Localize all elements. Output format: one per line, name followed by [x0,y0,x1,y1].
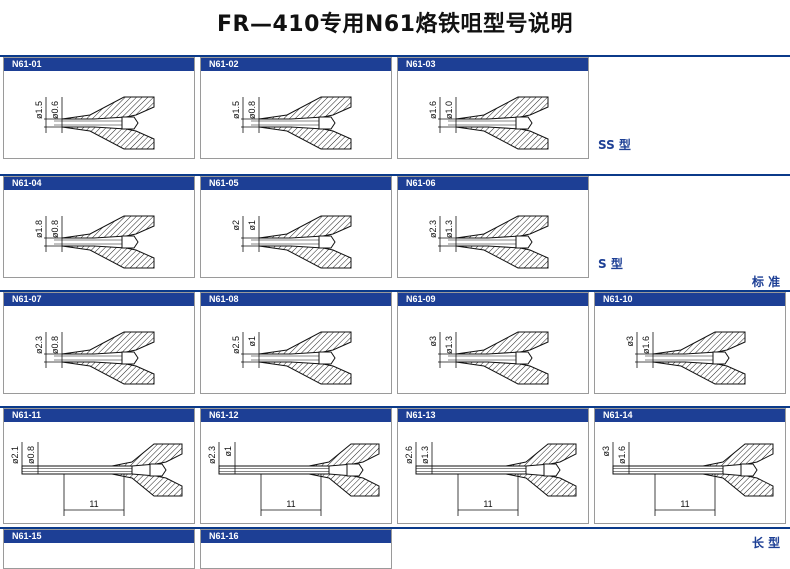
dimension-label: ø2.1 [10,446,20,464]
type-label-s: S 型 [598,257,623,271]
nozzle-drawing: ø2.3 ø1.3 [428,215,549,269]
dimension-label: ø2.3 [207,446,217,464]
dimension-label: ø1.6 [617,446,627,464]
row-divider [0,174,790,176]
nozzle-drawing: ø3 ø1.6 [625,331,746,385]
dimension-label: ø1.6 [428,101,438,119]
length-label: 11 [286,499,295,509]
nozzle-card: N61-12 ø2.3 ø1 11 [200,408,392,524]
nozzle-drawing [4,543,194,568]
nozzle-code: N61-16 [201,530,391,543]
nozzle-drawing: ø2 ø1 [231,215,352,269]
dimension-label: ø2.3 [34,336,44,354]
nozzle-card: N61-15 [3,529,195,569]
row-divider [0,290,790,292]
dimension-label: ø1.8 [34,220,44,238]
nozzle-drawing: ø2.5 ø1 [231,331,352,385]
dimension-label: ø1.3 [420,446,430,464]
nozzle-drawing: ø1.6 ø1.0 [428,96,549,150]
nozzle-card: N61-09 ø3 ø1.3 [397,292,589,394]
nozzle-card: N61-01 ø1.5 ø0.6 [3,57,195,159]
nozzle-code: N61-10 [595,293,785,306]
nozzle-drawing: ø1.8 ø0.8 [34,215,155,269]
row-divider [0,406,790,408]
nozzle-drawing: ø1.5 ø0.6 [34,96,155,150]
nozzle-drawing: ø3 ø1.3 [428,331,549,385]
type-label-long: 长 型 [752,536,781,550]
nozzle-code: N61-15 [4,530,194,543]
dimension-label: ø1.3 [444,336,454,354]
dimension-label: ø1.6 [641,336,651,354]
length-label: 11 [89,499,98,509]
dimension-label: ø0.8 [50,336,60,354]
dimension-label: ø1 [223,446,233,457]
type-label-standard: 标 准 [752,275,781,289]
nozzle-drawing [201,543,391,568]
nozzle-card: N61-04 ø1.8 ø0.8 [3,176,195,278]
row-divider [0,527,790,529]
page-title: FR—410专用N61烙铁咀型号说明 [217,12,573,37]
nozzle-code: N61-02 [201,58,391,71]
nozzle-code: N61-08 [201,293,391,306]
nozzle-card: N61-10 ø3 ø1.6 [594,292,786,394]
dimension-label: ø1 [247,336,257,347]
nozzle-card: N61-02 ø1.5 ø0.8 [200,57,392,159]
dimension-label: ø0.8 [247,101,257,119]
type-label-ss: SS 型 [598,138,631,152]
nozzle-code: N61-04 [4,177,194,190]
nozzle-drawing: ø2.3 ø1 11 [207,442,380,516]
dimension-label: ø2.6 [404,446,414,464]
dimension-label: ø2.5 [231,336,241,354]
nozzle-code: N61-11 [4,409,194,422]
dimension-label: ø1.3 [444,220,454,238]
nozzle-card: N61-07 ø2.3 ø0.8 [3,292,195,394]
nozzle-code: N61-13 [398,409,588,422]
nozzle-code: N61-01 [4,58,194,71]
nozzle-drawing: ø2.6 ø1.3 11 [404,442,577,516]
nozzle-drawing: ø1.5 ø0.8 [231,96,352,150]
nozzle-drawing: ø2.1 ø0.8 11 [10,442,183,516]
dimension-label: ø1.5 [231,101,241,119]
dimension-label: ø0.8 [26,446,36,464]
dimension-label: ø3 [428,336,438,347]
nozzle-code: N61-09 [398,293,588,306]
nozzle-code: N61-03 [398,58,588,71]
length-label: 11 [483,499,492,509]
dimension-label: ø3 [625,336,635,347]
nozzle-card: N61-06 ø2.3 ø1.3 [397,176,589,278]
nozzle-card: N61-13 ø2.6 ø1.3 11 [397,408,589,524]
dimension-label: ø1.0 [444,101,454,119]
dimension-label: ø1.5 [34,101,44,119]
dimension-label: ø0.6 [50,101,60,119]
length-label: 11 [680,499,689,509]
dimension-label: ø0.8 [50,220,60,238]
nozzle-code: N61-07 [4,293,194,306]
nozzle-code: N61-12 [201,409,391,422]
nozzle-drawing: ø2.3 ø0.8 [34,331,155,385]
dimension-label: ø2 [231,220,241,231]
nozzle-drawing: ø3 ø1.6 11 [601,442,774,516]
nozzle-card: N61-08 ø2.5 ø1 [200,292,392,394]
dimension-label: ø3 [601,446,611,457]
nozzle-card: N61-11 ø2.1 ø0.8 11 [3,408,195,524]
dimension-label: ø1 [247,220,257,231]
nozzle-card: N61-03 ø1.6 ø1.0 [397,57,589,159]
nozzle-code: N61-14 [595,409,785,422]
nozzle-card: N61-16 [200,529,392,569]
nozzle-card: N61-14 ø3 ø1.6 11 [594,408,786,524]
nozzle-card: N61-05 ø2 ø1 [200,176,392,278]
nozzle-code: N61-05 [201,177,391,190]
dimension-label: ø2.3 [428,220,438,238]
row-divider [0,55,790,57]
nozzle-code: N61-06 [398,177,588,190]
